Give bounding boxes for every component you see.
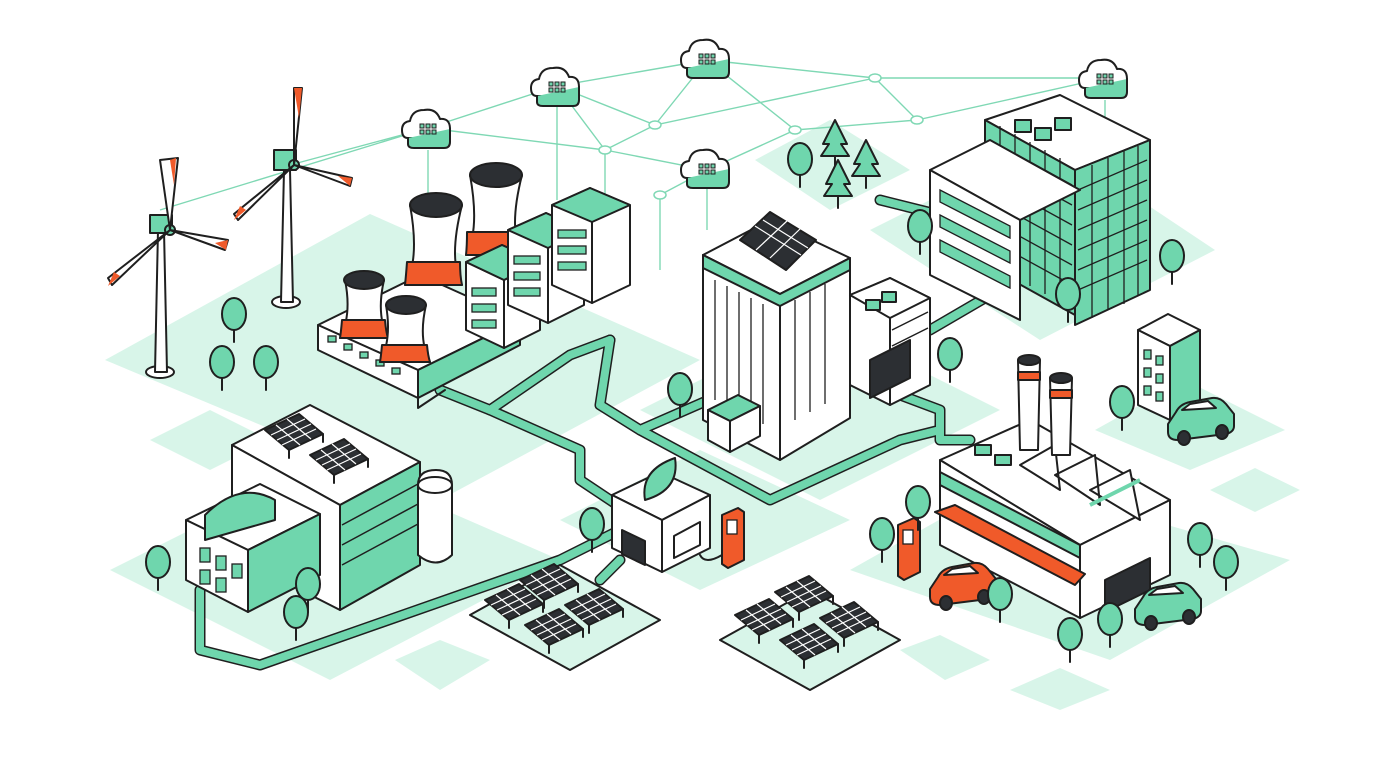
wind-turbine <box>233 87 353 309</box>
wind-turbine <box>107 157 229 379</box>
energy-pipes <box>194 194 996 671</box>
server-racks <box>465 187 631 349</box>
solar-panel-array <box>469 563 661 671</box>
cloud-icon <box>680 38 730 79</box>
cloud-icon <box>1078 58 1128 99</box>
network-links <box>159 59 1106 270</box>
cloud-icon <box>401 108 451 149</box>
tree-icon <box>1159 239 1185 285</box>
cloud-icon <box>530 66 580 107</box>
solar-panel-array <box>719 575 901 691</box>
cooling-tower-icon <box>379 295 431 363</box>
office-building <box>929 94 1151 326</box>
ev-charger-icon <box>897 517 921 581</box>
cooling-tower-icon <box>404 192 463 286</box>
office-building <box>185 404 453 613</box>
ev-charger-icon <box>699 507 745 569</box>
factory-icon <box>934 354 1171 619</box>
cloud-icon <box>680 148 730 189</box>
tree-icon <box>1057 617 1083 663</box>
solar-panel-icon <box>739 211 817 271</box>
tree-icon <box>937 337 963 383</box>
office-building <box>702 211 931 461</box>
cooling-tower-icon <box>339 270 389 339</box>
server-icon <box>551 187 631 304</box>
leaf-icon <box>643 457 677 501</box>
substation <box>611 457 711 573</box>
office-building <box>1137 313 1201 421</box>
